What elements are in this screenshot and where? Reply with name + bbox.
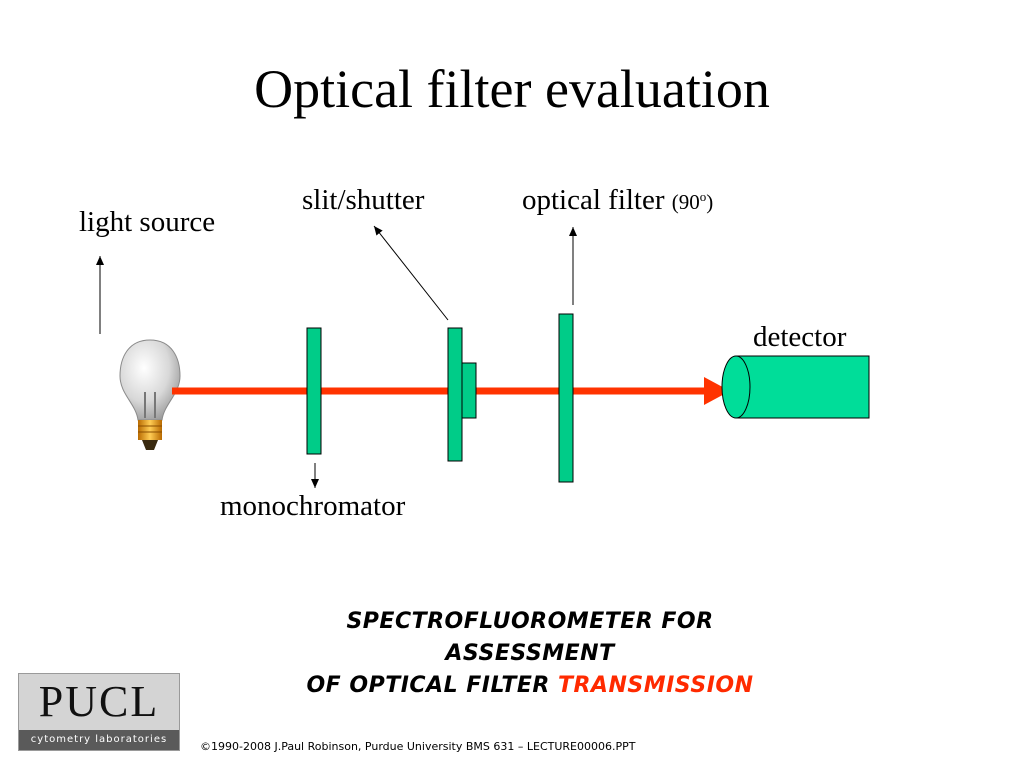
optical-filter-angle-degree: o: [699, 189, 707, 204]
optical-filter-label: optical filter (90o): [522, 184, 713, 217]
detector-label: detector: [753, 321, 847, 353]
copyright-footer: ©1990-2008 J.Paul Robinson, Purdue Unive…: [200, 740, 636, 753]
light-beam-arrowhead: [704, 377, 730, 405]
optical-filter-angle: (90o): [671, 189, 714, 214]
slit-shutter-label: slit/shutter: [302, 184, 425, 216]
detector: [721, 355, 870, 419]
caption-line-2: ASSESSMENT: [445, 641, 615, 666]
slit-plate: [447, 327, 463, 462]
slit-shutter-pointer-arrow: [373, 225, 449, 321]
light-bulb-icon: [119, 339, 181, 450]
optical-filter-angle-prefix: (90: [671, 190, 700, 214]
shutter: [461, 362, 477, 419]
slide-caption: SPECTROFLUOROMETER FOR ASSESSMENT OF OPT…: [200, 606, 860, 702]
caption-line-3-prefix: OF OPTICAL FILTER: [306, 673, 550, 698]
slide-title: Optical filter evaluation: [254, 59, 770, 119]
optical-filter: [558, 313, 574, 483]
optical-filter-angle-suffix: ): [706, 190, 714, 214]
logo-subtitle: cytometry laboratories: [19, 730, 179, 750]
logo-wordmark: PUCL: [38, 677, 160, 726]
caption-highlight: TRANSMISSION: [557, 673, 754, 698]
monochromator-label: monochromator: [220, 490, 406, 522]
caption-line-1: SPECTROFLUOROMETER FOR: [346, 609, 714, 634]
caption-line-3: OF OPTICAL FILTER TRANSMISSION: [200, 670, 860, 702]
monochromator: [306, 327, 322, 455]
optical-filter-label-text: optical filter: [522, 184, 665, 216]
light-source-label: light source: [79, 206, 216, 238]
pucl-logo: PUCL cytometry laboratories: [18, 673, 180, 751]
